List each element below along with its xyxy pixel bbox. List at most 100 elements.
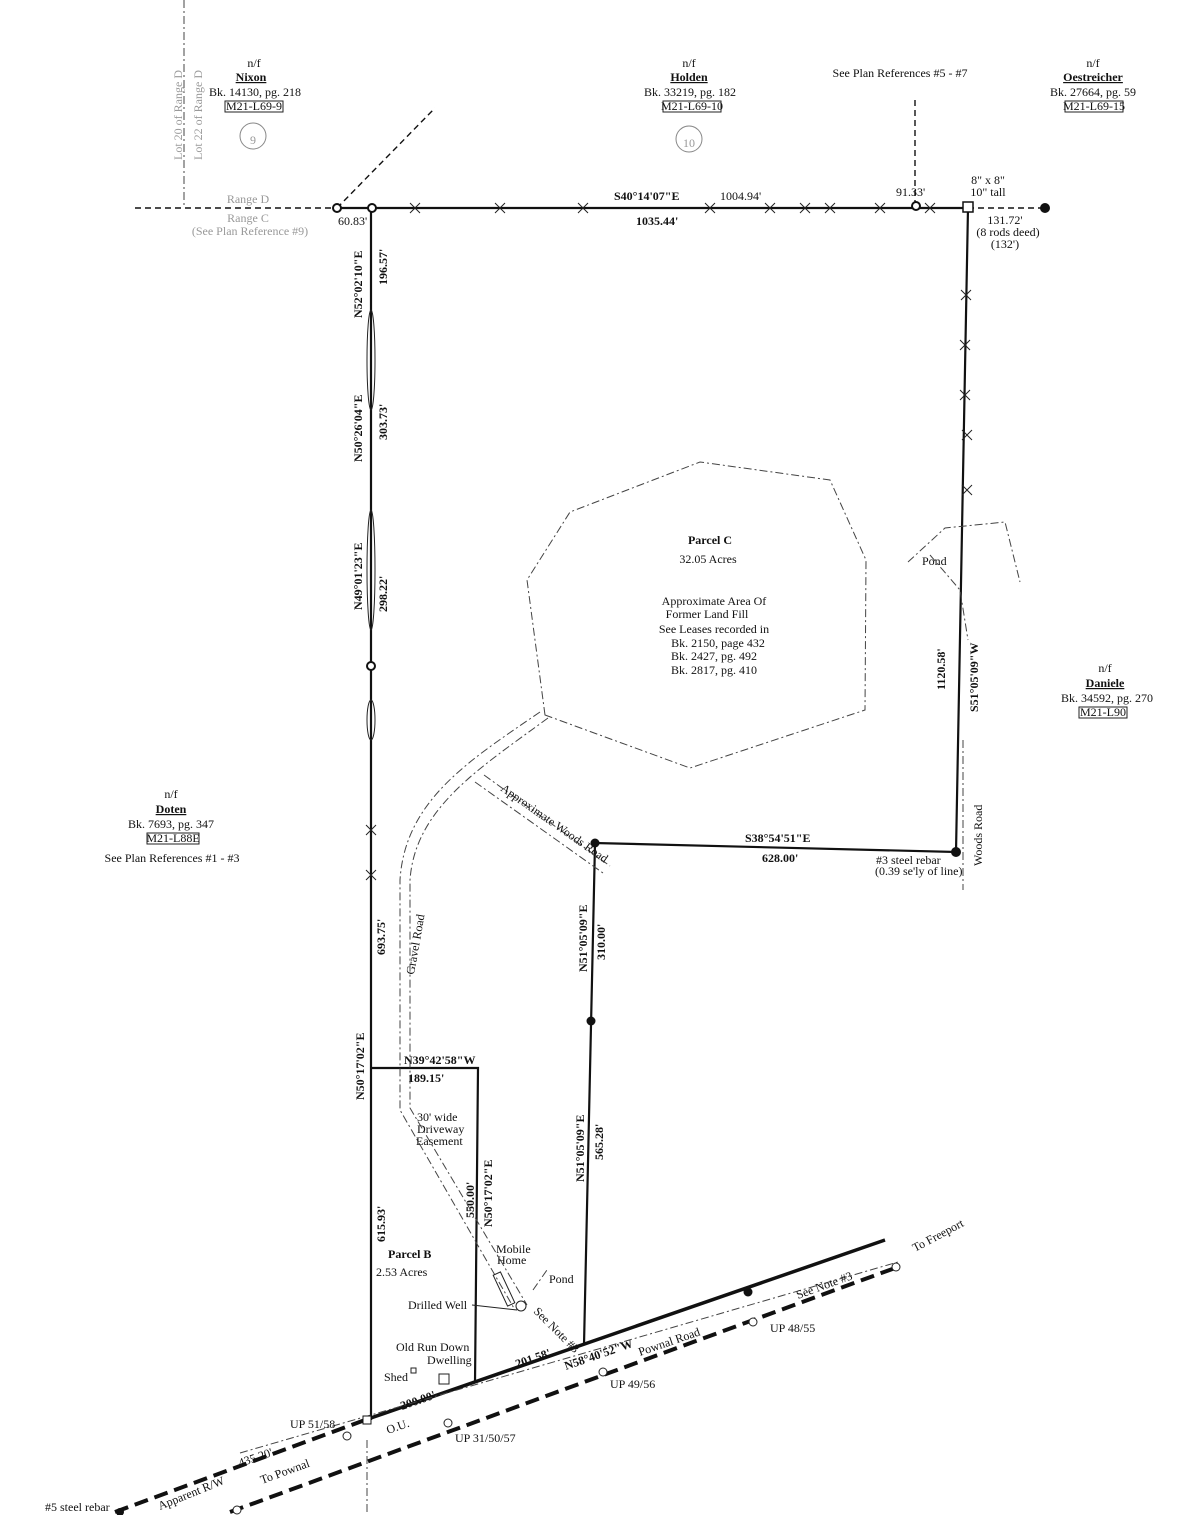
easement-label: 30' wide Driveway Easement <box>416 1110 464 1148</box>
granite-post <box>962 201 974 213</box>
c-south-bearing: S38°54'51"E <box>745 831 810 845</box>
utility-pole-label: UP 51/58 <box>290 1417 335 1431</box>
overhead-utility-line <box>239 1261 899 1454</box>
rebar3-label: #3 steel rebar <box>876 853 941 867</box>
svg-text:See Leases recorded in: See Leases recorded in <box>659 622 769 636</box>
dwelling-label: Dwelling <box>427 1353 472 1367</box>
svg-text:Nixon: Nixon <box>236 70 267 84</box>
post-height: 10" tall <box>970 185 1006 199</box>
l3-bearing: N49°01'23"E <box>351 543 365 610</box>
pond-outline <box>532 1269 548 1291</box>
monument <box>367 203 377 213</box>
utility-pole-label: UP 31/50/57 <box>455 1431 516 1445</box>
parcel-c-area: 32.05 Acres <box>679 552 737 566</box>
rods-deed: (8 rods deed) <box>976 225 1039 239</box>
dwelling-label: Old Run Down <box>396 1340 469 1354</box>
svg-text:Approximate Area Of: Approximate Area Of <box>662 594 767 608</box>
svg-text:Bk. 33219, pg. 182: Bk. 33219, pg. 182 <box>644 85 736 99</box>
svg-text:Oestreicher: Oestreicher <box>1063 70 1123 84</box>
parcel-c-title: Parcel C <box>688 533 732 547</box>
right-bearing: S51°05'09"W <box>967 643 981 712</box>
utility-pole-label: UP 49/56 <box>610 1377 655 1391</box>
approx-woods-road-label: Approximate Woods Road <box>498 781 610 866</box>
top-bearing: S40°14'07"E <box>614 189 679 203</box>
inner2-bearing: N51°05'09"E <box>573 1115 587 1182</box>
inner1-bearing: N51°05'09"E <box>576 905 590 972</box>
svg-text:M21-L69-10: M21-L69-10 <box>661 99 723 113</box>
post-size: 8" x 8" <box>971 173 1005 187</box>
landfill-note: Approximate Area Of Former Land Fill See… <box>659 594 769 677</box>
svg-text:Bk. 14130, pg. 218: Bk. 14130, pg. 218 <box>209 85 301 99</box>
svg-text:30' wide: 30' wide <box>417 1110 458 1124</box>
dist-13172: 131.72' <box>987 213 1022 227</box>
monument <box>366 661 376 671</box>
lot22-label: Lot 22 of Range D <box>191 70 205 160</box>
range-c-label: Range C <box>227 211 269 225</box>
mobile-home-label: Mobile <box>496 1242 531 1256</box>
monument <box>1040 203 1050 213</box>
svg-text:n/f: n/f <box>1098 661 1111 675</box>
shed-label: Shed <box>384 1370 408 1384</box>
svg-text:See Plan References #1 - #3: See Plan References #1 - #3 <box>105 851 240 865</box>
monument <box>362 1415 372 1425</box>
dwelling <box>438 1373 450 1385</box>
approx-woods-road <box>474 774 611 874</box>
plan-refs-5-7: See Plan References #5 - #7 <box>833 66 968 80</box>
abutter-doten: n/f Doten Bk. 7693, pg. 347 M21-L88E See… <box>105 787 240 865</box>
apparent-row-line <box>114 1418 366 1514</box>
rebar-point <box>951 847 961 857</box>
pond-label: Pond <box>922 554 947 568</box>
rebar-point <box>586 1016 596 1026</box>
svg-text:n/f: n/f <box>1086 56 1099 70</box>
abutter-daniele: n/f Daniele Bk. 34592, pg. 270 M21-L90 <box>1061 661 1153 719</box>
svg-text:M21-L88E: M21-L88E <box>146 831 199 845</box>
well-icon <box>515 1300 527 1312</box>
l1-dist: 196.57' <box>376 249 390 285</box>
l4-bearing: N50°17'02"E <box>353 1033 367 1100</box>
landfill-area <box>526 461 867 769</box>
apparent-row-line <box>229 1266 896 1514</box>
monument <box>332 203 342 213</box>
gravel-road <box>399 711 549 1311</box>
parcel-b-area: 2.53 Acres <box>376 1265 428 1279</box>
pownal-road-sideline <box>364 1238 886 1422</box>
l3-dist: 298.22' <box>376 576 390 612</box>
dist-132: (132') <box>991 237 1019 251</box>
dist-9133: 91.33' <box>896 185 925 199</box>
l2-bearing: N50°26'04"E <box>351 395 365 462</box>
mobile-home-label: Home <box>497 1253 526 1267</box>
range-d-label: Range D <box>227 192 270 206</box>
parcel-b-title: Parcel B <box>388 1247 431 1261</box>
nixon-line <box>336 107 436 209</box>
inner2-dist: 565.28' <box>592 1124 606 1160</box>
gravel-road-label: Gravel Road <box>403 913 427 975</box>
rebar3-note: (0.39 se'ly of line) <box>875 864 962 878</box>
rebar5-label: #5 steel rebar <box>45 1500 110 1514</box>
drilled-well-label: Drilled Well <box>408 1298 468 1312</box>
svg-text:Bk. 2150, page 432: Bk. 2150, page 432 <box>671 636 765 650</box>
top-total: 1035.44' <box>636 214 678 228</box>
rebar-point <box>590 838 600 848</box>
ou-label: O.U. <box>384 1416 411 1437</box>
svg-text:10: 10 <box>683 136 695 150</box>
leader-line <box>471 1304 518 1311</box>
svg-text:Driveway: Driveway <box>417 1122 464 1136</box>
svg-text:M21-L90: M21-L90 <box>1080 705 1126 719</box>
svg-text:Easement: Easement <box>416 1134 463 1148</box>
lot20-label: Lot 20 of Range D <box>171 70 185 160</box>
utility-pole-label: UP 48/55 <box>770 1321 815 1335</box>
svg-text:9: 9 <box>250 133 256 147</box>
l1-bearing: N52°02'10"E <box>351 251 365 318</box>
svg-text:M21-L69-15: M21-L69-15 <box>1063 99 1125 113</box>
svg-text:Doten: Doten <box>156 802 187 816</box>
shed <box>410 1367 417 1374</box>
svg-text:Bk. 2817, pg. 410: Bk. 2817, pg. 410 <box>671 663 757 677</box>
abutter-oestreicher: n/f Oestreicher Bk. 27664, pg. 59 M21-L6… <box>1050 56 1136 113</box>
svg-text:Daniele: Daniele <box>1086 676 1125 690</box>
svg-text:Bk. 7693, pg. 347: Bk. 7693, pg. 347 <box>128 817 214 831</box>
svg-text:Bk. 2427, pg. 492: Bk. 2427, pg. 492 <box>671 649 757 663</box>
to-freeport-label: To Freeport <box>910 1216 967 1255</box>
svg-text:Holden: Holden <box>670 70 708 84</box>
abutter-holden: n/f Holden Bk. 33219, pg. 182 M21-L69-10… <box>644 56 736 153</box>
